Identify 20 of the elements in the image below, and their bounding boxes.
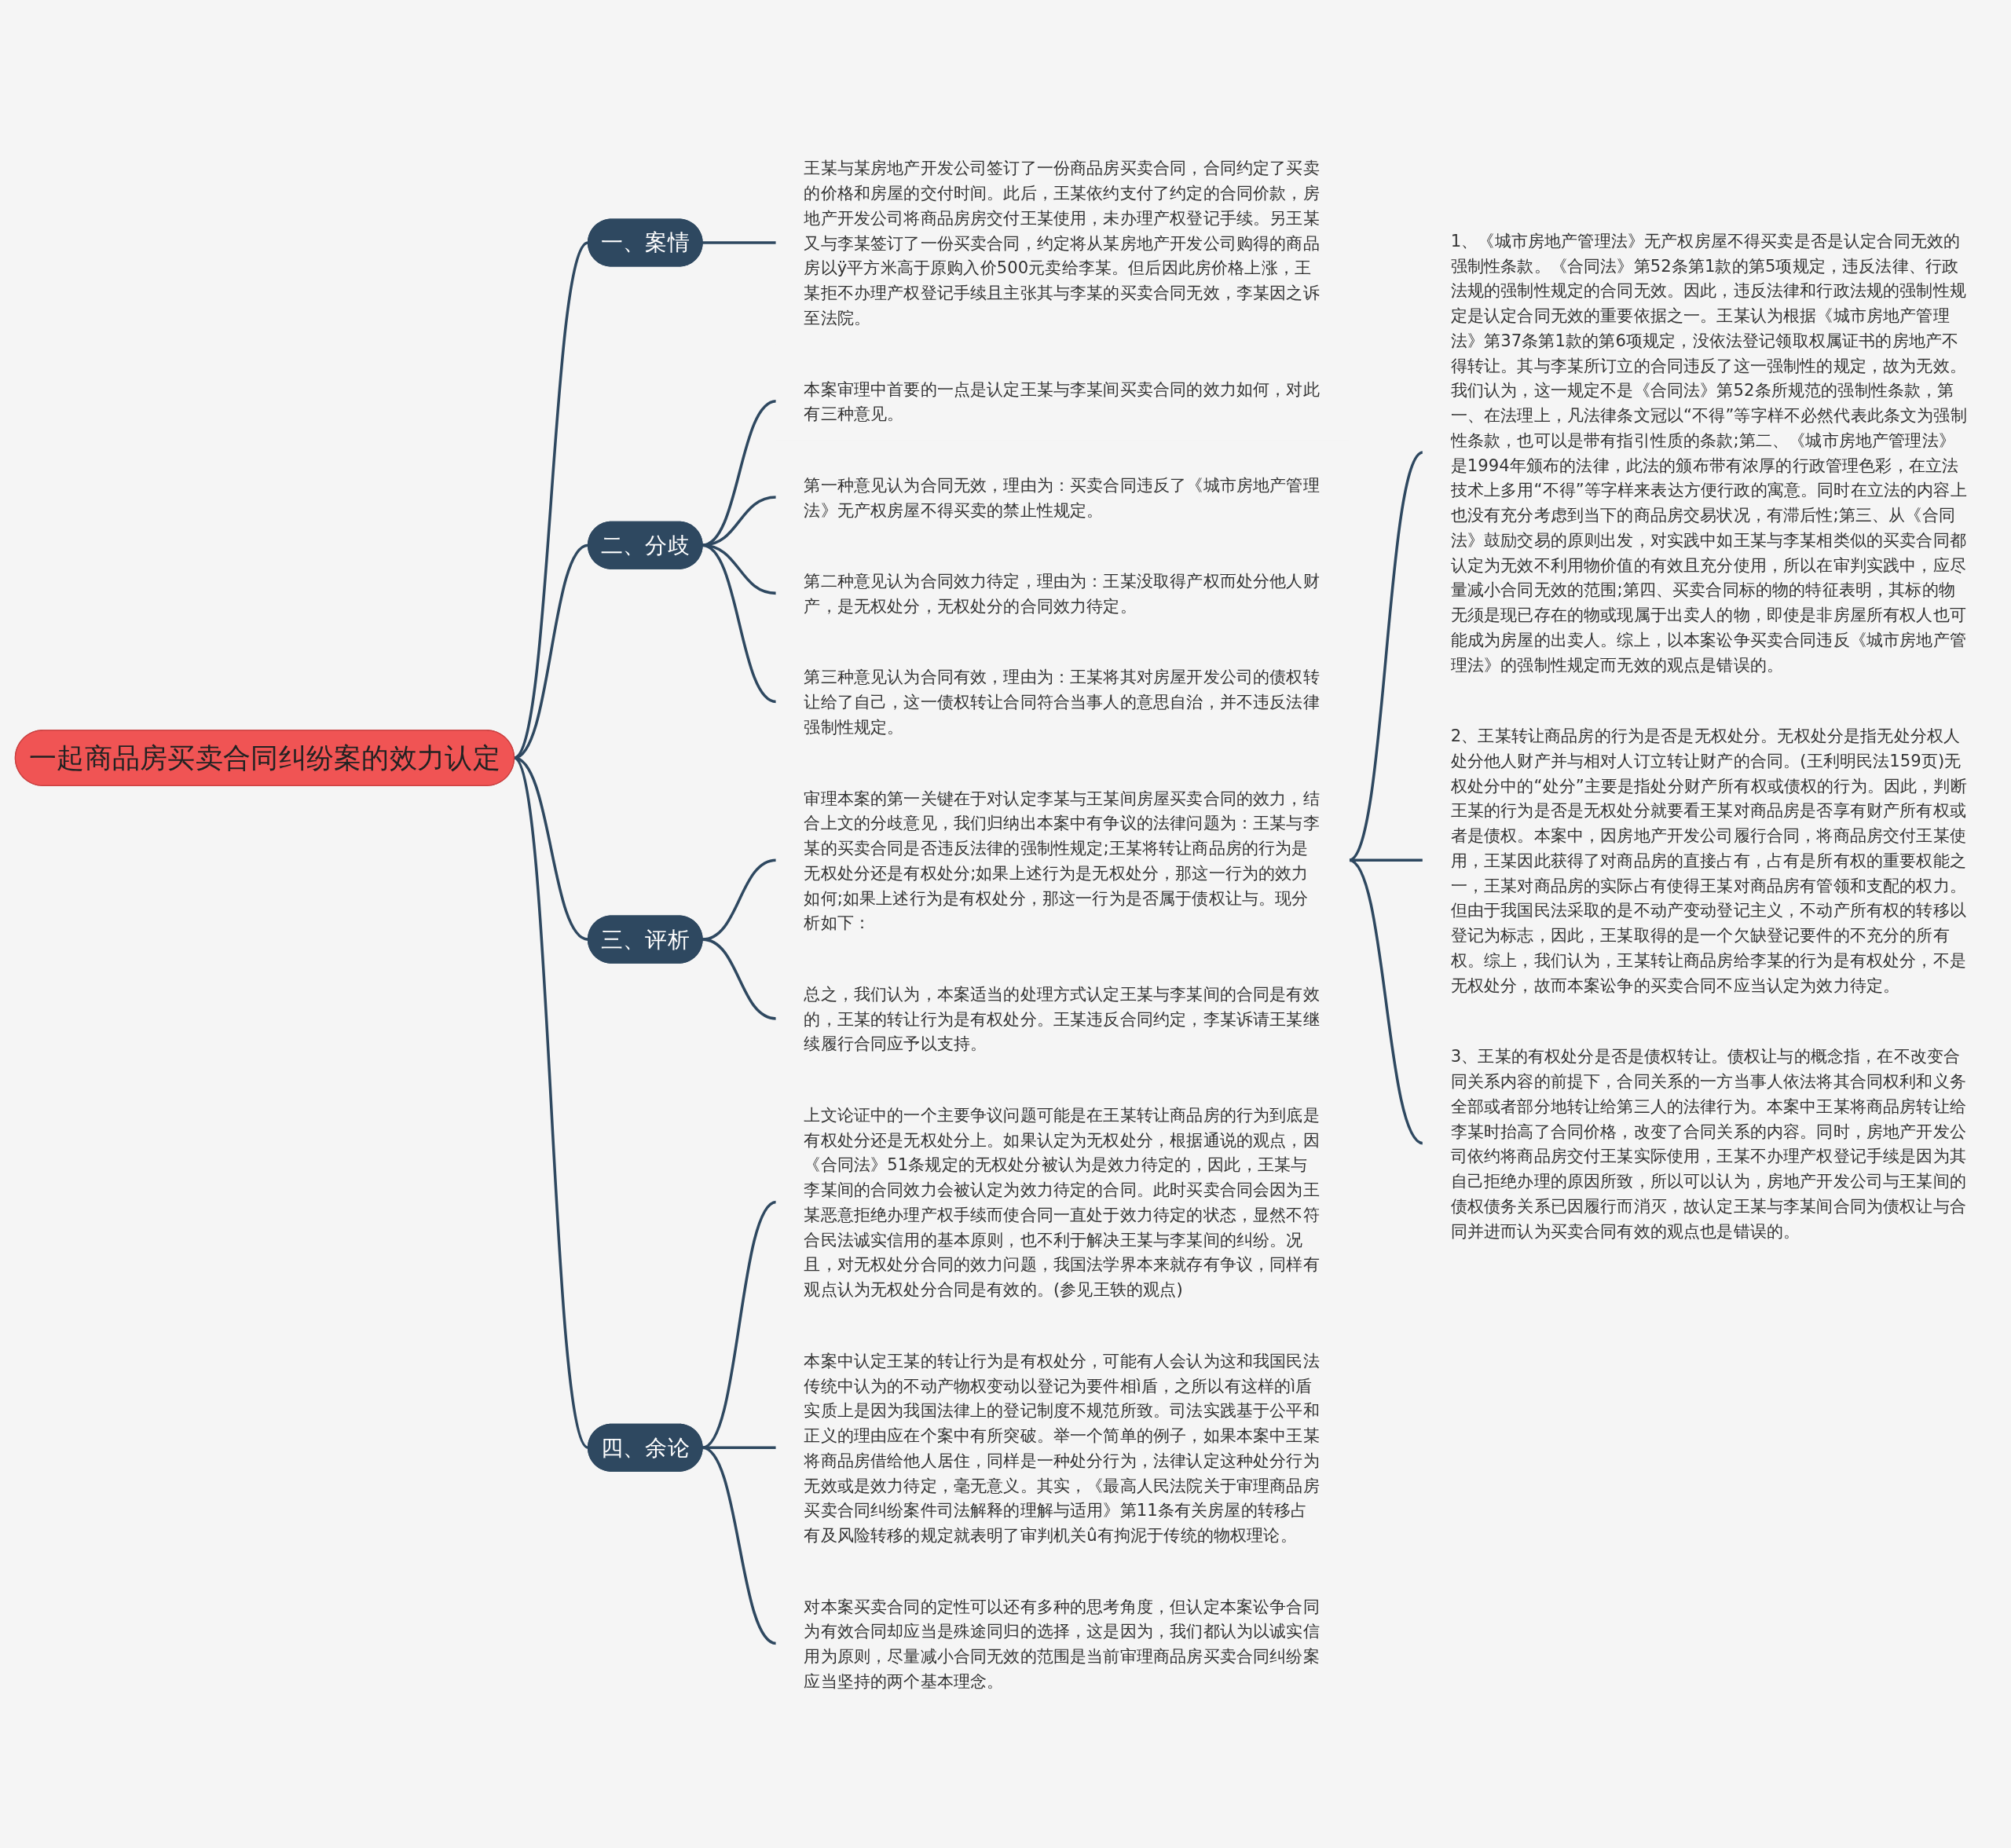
connector [1349,858,1423,862]
connector [701,543,777,703]
connector [701,1446,777,1645]
node-text: 2、王某转让商品房的行为是否是无权处分。无权处分是指无处分权人处分他人财产并与相对人订立转让财产的合同。(王利明民法159页)无权处分中的“处分”主要是指处分财产所有权或债权的行为。因此，判断王某的行为是否是无权处分就要看王某对商品房是否享有财产所有权或者是债权。本案中，因房地产开发公司履行合同，将商品房交付王某使用，王某因此获得了对商品房的直接占有，占有是所有权的重要权能之一，王某对商品房的实际占有使得王某对商品房有管领和支配的权力。但由于我国民法采取的是不动产变动登记主义，不动产所有权的转移以登记为标志，因此，王某取得的是一个欠缺登记要件的不充分的所有权。综上，我们认为，王某转让商品房给李某的行为是有权处分，不是无权处分，故而本案讼争的买卖合同不应当认定为效力待定。 [1450,725,1967,994]
node-text: 第二种意见认为合同效力待定，理由为：王某没取得产权而处分他人财产，是无权处分，无权处分的合同效力待定。 [804,570,1320,616]
node-text: 1、《城市房地产管理法》无产权房屋不得买卖是否是认定合同无效的强制性条款。《合同法》第52条第1款的第5项规定，违反法律、行政法规的强制性规定的合同无效。因此，违反法律和行政法规的强制性规定是认定合同无效的重要依据之一。王某认为根据《城市房地产管理法》第37条第1款的第6项规定，没依法登记领取权属证书的房地产不得转让。其与李某所订立的合同违反了这一强制性的规定，故为无效。我们认为，这一规定不是《合同法》第52条所规范的强制性条款，第一、在法理上，凡法律条文冠以“不得”等字样不必然代表此条文为强制性条款，也可以是带有指引性质的条款;第二、《城市房地产管理法》是1994年颁布的法律，此法的颁布带有浓厚的行政管理色彩，在立法技术上多用“不得”等字样来表达方便行政的寓意。同时在立法的内容上也没有充分考虑到当下的商品房交易状况，有滞后性;第三、从《合同法》鼓励交易的原则出发，对实践中如王某与李某相类似的买卖合同都认定为无效不利用物价值的有效且充分使用，所以在审判实践中，应尽量减小合同无效的范围;第四、买卖合同标的物的特征表明，其标的物无须是现已存在的物或现属于出卖人的物，即使是非房屋所有权人也可能成为房屋的出卖人。综上，以本案讼争买卖合同违反《城市房地产管理法》的强制性规定而无效的观点是错误的。 [1450,230,1967,674]
node-text: 本案审理中首要的一点是认定王某与李某间买卖合同的效力如何，对此有三种意见。 [804,379,1320,423]
connector [1348,858,1424,1144]
node-text: 总之，我们认为，本案适当的处理方式认定王某与李某间的合同是有效的，王某的转让行为是有权处分。王某违反合同约定，李某诉请王某继续履行合同应予以支持。 [804,983,1320,1053]
node-text: 王某与某房地产开发公司签订了一份商品房买卖合同，合同约定了买卖的价格和房屋的交付时间。此后，王某依约支付了约定的合同价款，房地产开发公司将商品房房交付王某使用，未办理产权登记手续。另王某又与李某签订了一份买卖合同，约定将从某房地产开发公司购得的商品房以ÿ平方米高于原购入价500元卖给李某。但后因此房价格上涨，王某拒不办理产权登记手续且主张其与李某的买卖合同无效，李某因之诉至法院。 [804,157,1320,328]
node-text: 第三种意见认为合同有效，理由为：王某将其对房屋开发公司的债权转让给了自己，这一债权转让合同符合当事人的意思自治，并不违反法律强制性规定。 [804,666,1320,737]
connector [1348,451,1424,862]
node-text: 第一种意见认为合同无效，理由为：买卖合同违反了《城市房地产管理法》无产权房屋不得买卖的禁止性规定。 [804,474,1320,519]
connector [702,240,777,244]
connector [701,937,777,1020]
node-text: 3、王某的有权处分是否是债权转让。债权让与的概念指，在不改变合同关系内容的前提下，合同关系的一方当事人依法将其合同权利和义务全部或者部分地转让给第三人的法律行为。本案中王某将商品房转让给李某时抬高了合同价格，改变了合同关系的内容。同时，房地产开发公司依约将商品房交付王某实际使用，王某不办理产权登记手续是因为其自己拒绝办理的原因所致，所以可以认为，房地产开发公司与王某间的债权债务关系已因履行而消灭，故认定王某与李某间合同为债权让与合同并进而认为买卖合同有效的观点也是错误的。 [1450,1045,1966,1240]
node-text: 审理本案的第一关键在于对认定李某与王某间房屋买卖合同的效力，结合上文的分歧意见，我们归纳出本案中有争议的法律问题为：王某与李某的买卖合同是否违反法律的强制性规定;王某将转让商品房的行为是无权处分还是有权处分;如果上述行为是无权处分，那这一行为的效力如何;如果上述行为是有权处分，那这一行为是否属于债权让与。现分析如下： [804,788,1320,932]
node-text: 本案中认定王某的转让行为是有权处分，可能有人会认为这和我国民法传统中认为的不动产物权变动以登记为要件相ì盾，之所以有这样的ì盾实质上是因为我国法律上的登记制度不规范所致。司法实践基于公平和正义的理由应在个案中有所突破。举一个简单的例子，如果本案中王某将商品房借给他人居住，同样是一种处分行为，法律认定这种处分行为无效或是效力待定，毫无意义。其实，《最高人民法院关于审理商品房买卖合同纠纷案件司法解释的理解与适用》第11条有关房屋的转移占有及风险转移的规定就表明了审判机关û有拘泥于传统的物权理论。 [804,1350,1320,1545]
node-text: 上文论证中的一个主要争议问题可能是在王某转让商品房的行为到底是有权处分还是无权处分上。如果认定为无权处分，根据通说的观点，因《合同法》51条规定的无权处分被认为是效力待定的，因此，王某与李某间的合同效力会被认定为效力待定的合同。此时买卖合同会因为王某恶意拒绝办理产权手续而使合同一直处于效力待定的状态，显然不符合民法诚实信用的基本原则，也不利于解决王某与李某间的纠纷。况且，对无权处分合同的效力问题，我国法学界本来就存有争议，同样有观点认为无权处分合同是有效的。(参见王轶的观点) [804,1104,1320,1299]
node-text: 对本案买卖合同的定性可以还有多种的思考角度，但认定本案讼争合同为有效合同却应当是殊途同归的选择，这是因为，我们都认为以诚实信用为原则，尽量减小合同无效的范围是当前审理商品房买卖合同纠纷案应当坚持的两个基本理念。 [804,1596,1320,1691]
